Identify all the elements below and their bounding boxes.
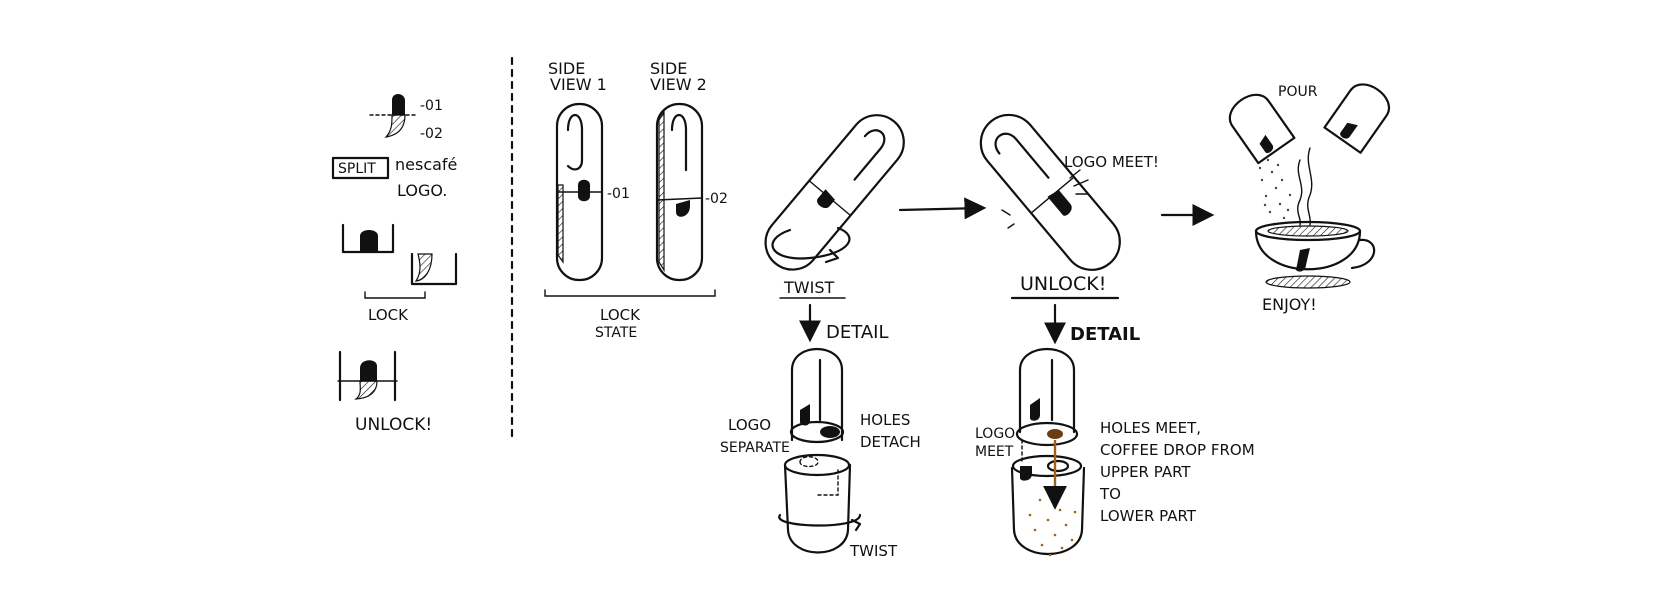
nescafe-brand-text: nescafé [395, 155, 457, 174]
steam-left [1297, 159, 1303, 226]
split-box [331, 156, 390, 180]
split-box-text: SPLIT [338, 161, 376, 177]
twist-label: TWIST [783, 278, 834, 297]
lock-state-label-b: STATE [595, 325, 637, 341]
logo-separate-label-b: SEPARATE [720, 440, 790, 456]
capsule-side-view-2 [655, 102, 704, 282]
logo-meet-rays-left [1001, 209, 1015, 229]
logo-text: LOGO. [397, 181, 447, 200]
holes-detach-label-b: DETACH [860, 433, 921, 451]
pouring-capsule-right [1323, 83, 1390, 154]
twisting-capsule [764, 114, 905, 271]
twist-small-label: TWIST [849, 542, 898, 560]
side-view1-label-b: VIEW 1 [550, 75, 607, 94]
side-view2-label-b: VIEW 2 [650, 75, 707, 94]
stage-arrow-1 [898, 197, 987, 220]
unlock-detail-label: DETAIL [1070, 324, 1140, 345]
twist-arrowhead [824, 248, 840, 264]
enjoy-label: ENJOY! [1262, 295, 1317, 314]
lock-label: LOCK [368, 306, 409, 324]
holes-meet-line4: TO [1099, 485, 1121, 503]
split-logo-section: -01 -02 SPLIT nescafé LOGO. LOCK UNLOCK! [331, 94, 458, 435]
side-view2-label-a: SIDE [650, 59, 687, 78]
holes-meet-line2: COFFEE DROP FROM [1100, 441, 1255, 459]
lock-diagram [341, 223, 458, 299]
lock-state-label-a: LOCK [600, 306, 641, 324]
logo-meet-rays [1069, 169, 1089, 195]
logo-meet-label: LOGO MEET! [1064, 153, 1159, 171]
split-logo-icon [369, 94, 416, 138]
holes-meet-line5: LOWER PART [1100, 507, 1197, 525]
unlock-label: UNLOCK! [1020, 273, 1106, 295]
logo-separate-label-a: LOGO [728, 416, 771, 434]
holes-meet-line1: HOLES MEET, [1100, 419, 1201, 437]
unlock-diagram [337, 350, 398, 402]
logo-meet-label-b: MEET [975, 444, 1014, 460]
capsule-side-view-1 [555, 102, 604, 282]
holes-meet-line3: UPPER PART [1100, 463, 1191, 481]
unlock-section: LOGO MEET! UNLOCK! DETAIL LOGO MEET [975, 113, 1255, 557]
steam-right [1307, 147, 1313, 226]
side-view2-mark-02: -02 [705, 191, 728, 207]
unlock-detail-capsule [1010, 348, 1086, 557]
pouring-capsule-left [1229, 93, 1296, 165]
twist-detail-capsule [778, 348, 862, 554]
coffee-drops [1028, 498, 1077, 557]
enjoy-section: POUR ENJOY! [1229, 83, 1390, 314]
coffee-powder [1258, 158, 1292, 226]
side-view1-mark-01: -01 [607, 186, 630, 202]
lock-state-bracket [544, 289, 716, 297]
twist-section: TWIST DETAIL LOGO SEPARATE HOLES DETACH … [720, 114, 921, 560]
side-view1-label-a: SIDE [548, 59, 585, 78]
side-views-section: SIDE VIEW 1 SIDE VIEW 2 -01 -02 LOCK STA… [544, 59, 728, 341]
pour-label: POUR [1278, 84, 1318, 100]
twist-rotation-arrow [771, 226, 851, 260]
holes-detach-label-a: HOLES [860, 411, 910, 429]
split-label-02: -02 [420, 126, 443, 142]
logo-meet-label-a: LOGO [975, 426, 1015, 442]
twist-detail-label: DETAIL [826, 322, 888, 343]
unlock-label-left: UNLOCK! [355, 415, 432, 435]
split-label-01: -01 [420, 98, 443, 114]
unlocked-capsule [979, 113, 1121, 271]
coffee-cup [1254, 220, 1376, 289]
